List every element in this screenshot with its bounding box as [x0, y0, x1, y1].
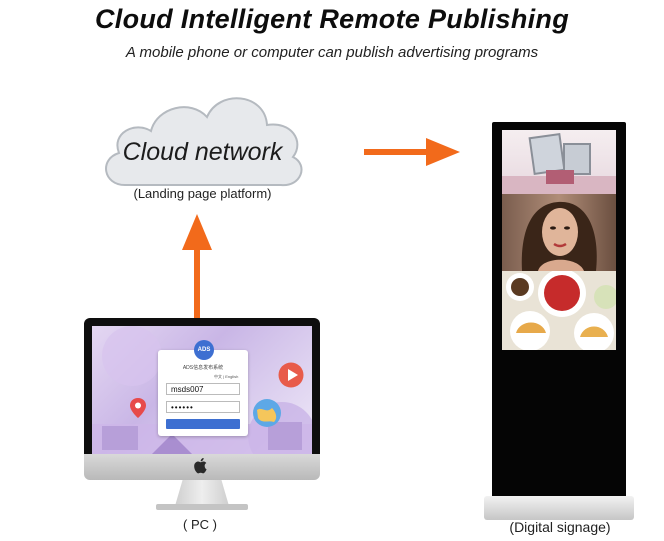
pc-monitor: ADS ADS信息发布系统 中文 | English msds007 •••••… — [84, 318, 320, 460]
digital-signage-label: (Digital signage) — [509, 519, 611, 535]
food-graphic — [506, 271, 616, 350]
kiosk-display — [502, 130, 616, 350]
language-switch[interactable]: 中文 | English — [214, 374, 239, 379]
location-pin-icon — [130, 398, 146, 418]
cloud-shape — [105, 97, 303, 187]
arrow-up-icon — [182, 214, 212, 320]
photo-frames-ad — [502, 130, 616, 194]
system-name: ADS信息发布系统 — [182, 365, 224, 371]
cloud-network-label: Cloud network — [122, 138, 283, 166]
login-button[interactable] — [166, 419, 240, 429]
digital-signage-kiosk — [484, 122, 634, 520]
kiosk-body — [492, 122, 626, 500]
pc-screen: ADS ADS信息发布系统 中文 | English msds007 •••••… — [92, 326, 312, 454]
portrait-graphic — [521, 201, 597, 271]
diagram-subtitle: A mobile phone or computer can publish a… — [125, 44, 539, 61]
apple-logo-icon — [194, 458, 207, 474]
pc-label: ( PC ) — [183, 517, 217, 532]
globe-icon — [253, 399, 281, 427]
portrait-ad — [502, 194, 616, 271]
monitor-stand — [175, 480, 229, 506]
diagram-title: Cloud Intelligent Remote Publishing — [95, 4, 569, 34]
photo-frames-graphic — [502, 132, 616, 194]
arrow-right-icon — [364, 138, 460, 166]
password-field[interactable]: •••••• — [166, 401, 240, 413]
landing-page-platform-label: (Landing page platform) — [133, 186, 272, 201]
ads-logo-badge: ADS — [194, 340, 214, 360]
food-ad — [502, 271, 616, 350]
pc-computer: ADS ADS信息发布系统 中文 | English msds007 •••••… — [84, 318, 320, 520]
username-field[interactable]: msds007 — [166, 383, 240, 395]
play-icon — [278, 362, 304, 388]
kiosk-base — [484, 496, 634, 520]
monitor-stand-base — [156, 504, 248, 510]
login-form: ADS ADS信息发布系统 中文 | English msds007 •••••… — [158, 340, 248, 436]
